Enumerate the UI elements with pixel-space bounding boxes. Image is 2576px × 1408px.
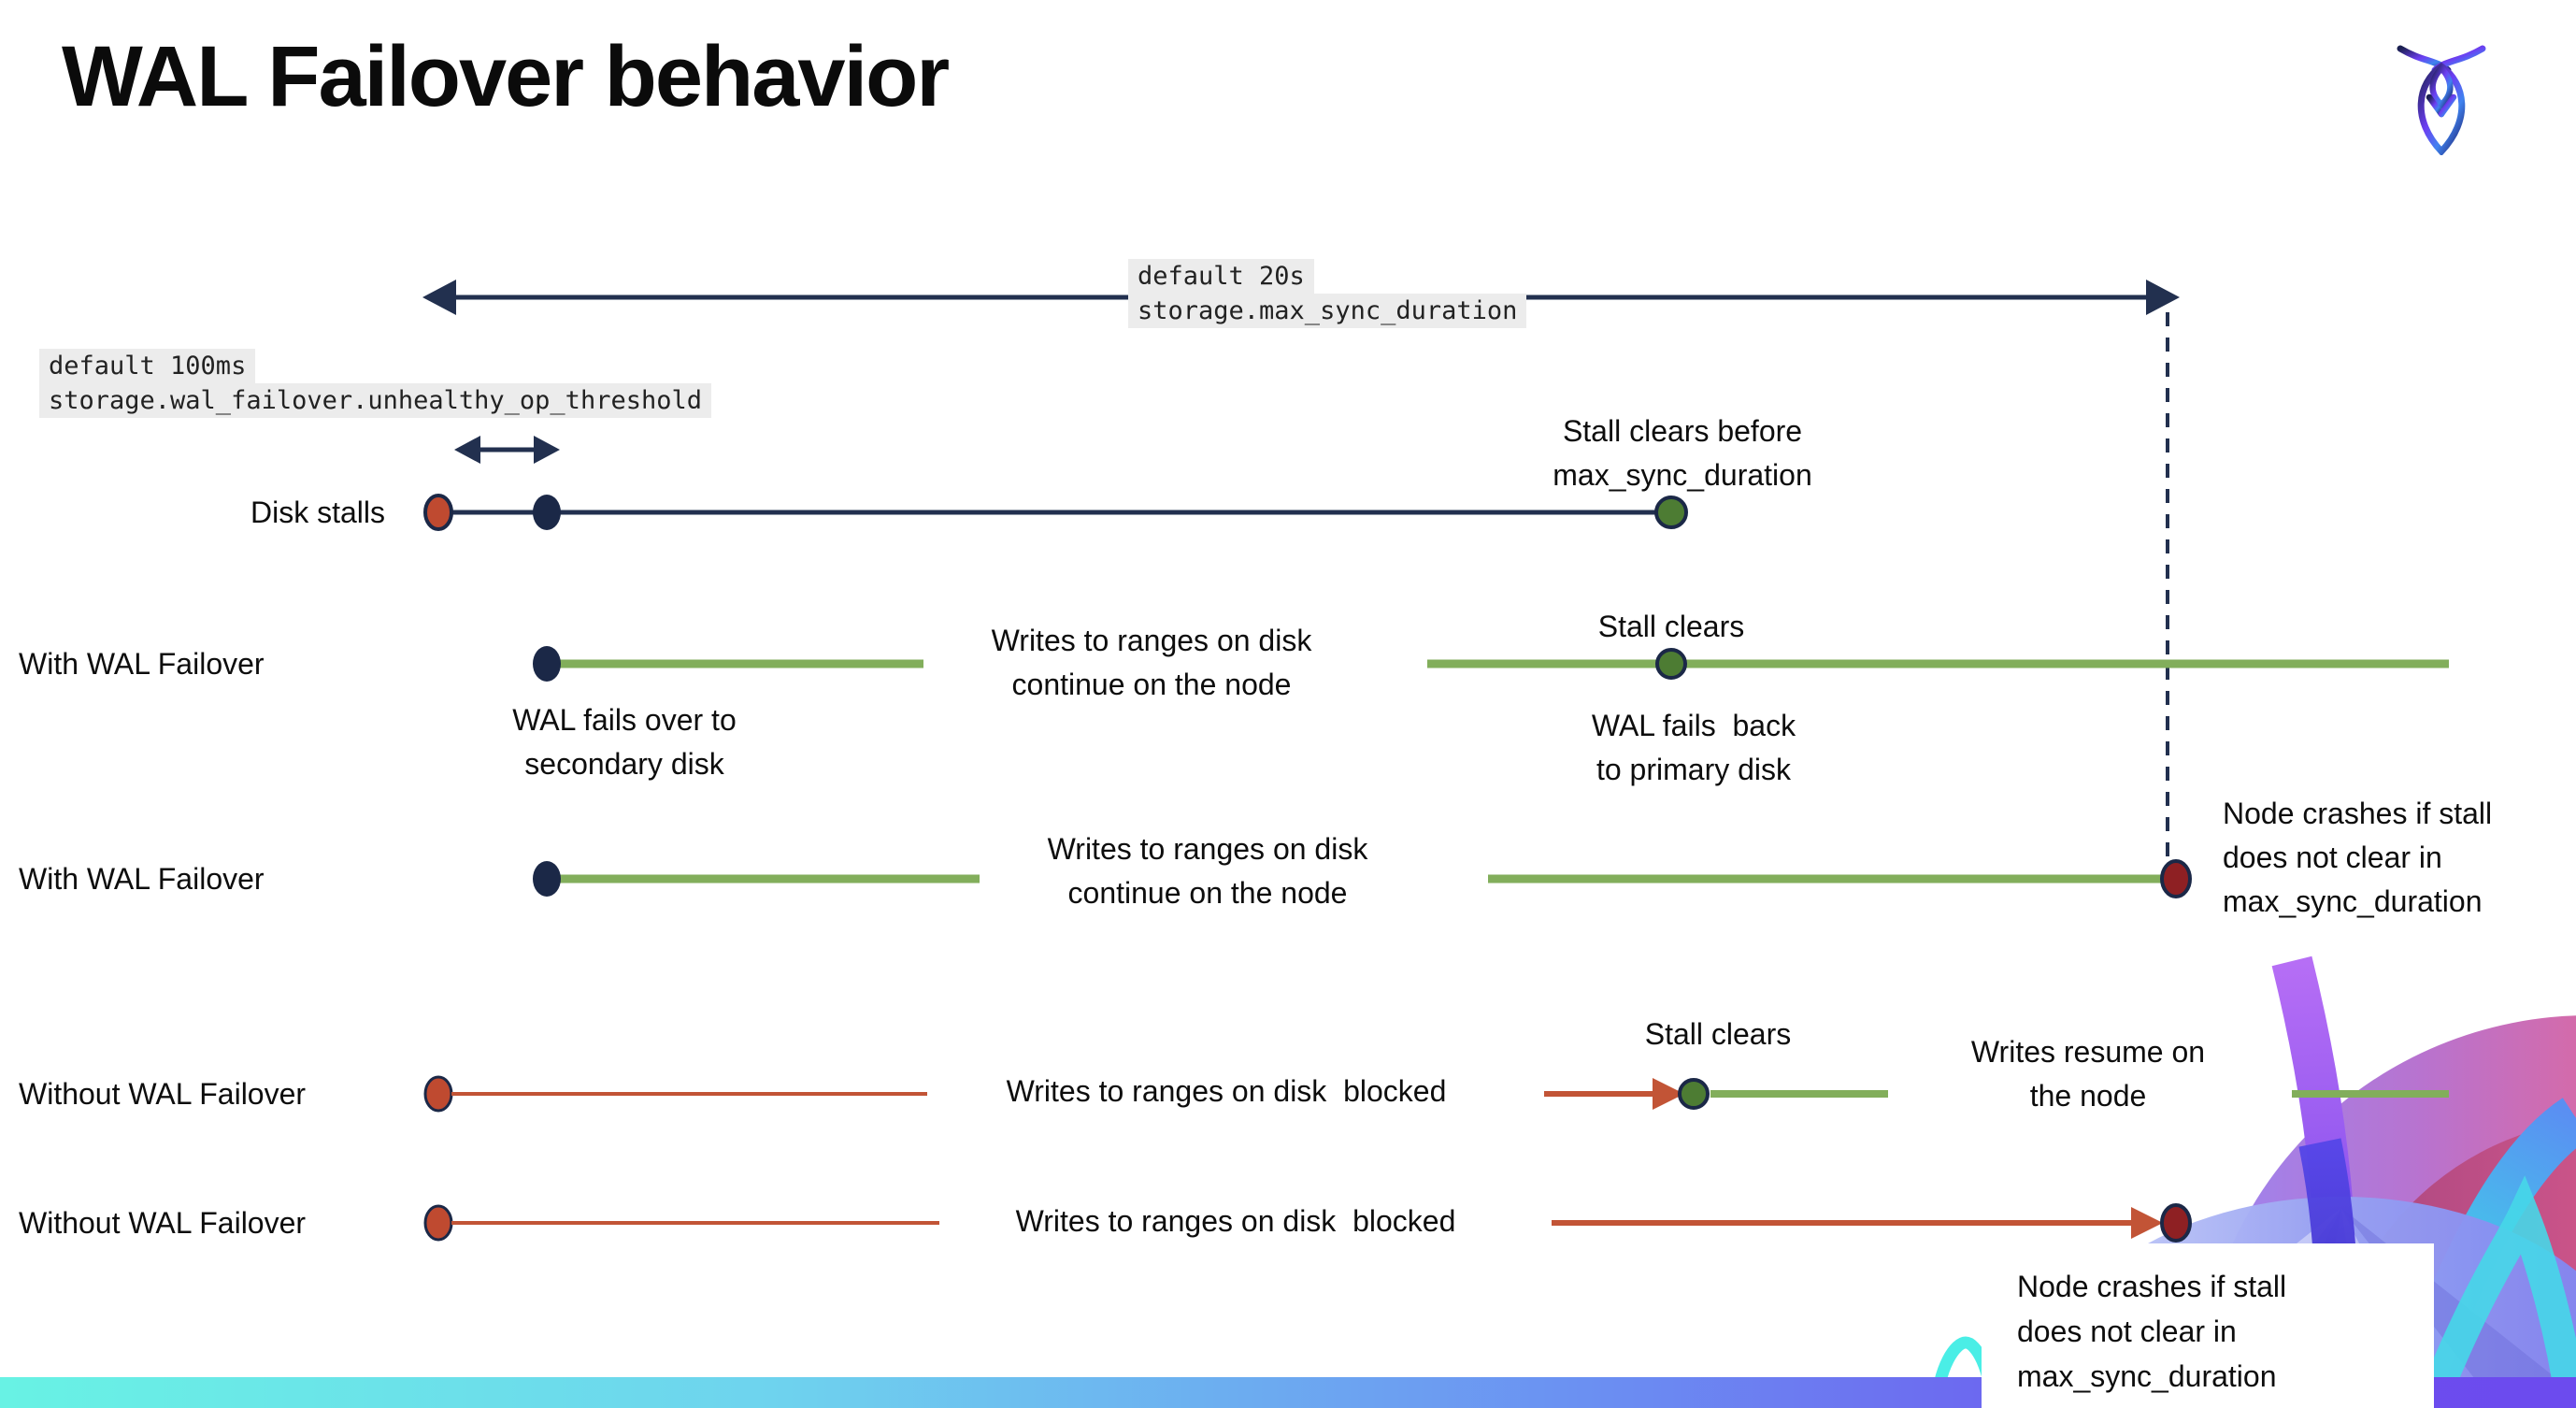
row-label-without-wal-failover-1: Without WAL Failover <box>19 1077 307 1111</box>
stall-clears-dot <box>1654 496 1688 529</box>
stall-start-dot <box>423 1204 453 1242</box>
cockroachdb-logo-icon <box>2397 45 2486 155</box>
arrowhead-left-icon <box>454 436 480 464</box>
stall-clears-label-top: Stall clears <box>1597 610 1745 643</box>
timeline-disk-stalls <box>423 494 1688 531</box>
threshold-dot <box>533 495 561 530</box>
row-label-without-wal-failover-2: Without WAL Failover <box>19 1206 307 1240</box>
arrowhead-right-icon <box>534 436 560 464</box>
stall-clears-before-label: Stall clears before max_sync_duration <box>1553 414 1812 492</box>
wal-fails-over-label: WAL fails over to secondary disk <box>512 703 737 781</box>
timeline-without-failover-1 <box>423 1075 2449 1113</box>
row-label-disk-stalls: Disk stalls <box>250 496 385 529</box>
arrowhead-right-icon <box>2146 280 2180 315</box>
row-label-with-wal-failover-2: With WAL Failover <box>19 862 265 896</box>
failover-dot <box>533 646 561 682</box>
writes-continue-label-2: Writes to ranges on disk continue on the… <box>1047 832 1368 910</box>
red-arrowhead-icon <box>1653 1078 1684 1110</box>
node-crash-dot <box>2160 1203 2192 1243</box>
timeline-with-failover-2 <box>533 859 2192 898</box>
node-crashes-label-1: Node crashes if stall does not clear in … <box>2223 797 2493 918</box>
timeline-with-failover-1 <box>533 646 2449 682</box>
unhealthy-setting-label: storage.wal_failover.unhealthy_op_thresh… <box>39 383 711 418</box>
page-title: WAL Failover behavior <box>62 29 950 124</box>
red-arrowhead-icon <box>2131 1207 2163 1239</box>
art-teal-lambda <box>2415 1175 2576 1408</box>
stall-start-dot <box>423 1075 453 1113</box>
node-crashes-label-2: Node crashes if stall does not clear in … <box>2017 1270 2287 1393</box>
max-sync-default-label: default 20s <box>1128 259 1314 294</box>
crash-note-box: Node crashes if stall does not clear in … <box>1982 1243 2434 1408</box>
timeline-without-failover-2 <box>423 1203 2192 1243</box>
writes-blocked-label-2: Writes to ranges on disk blocked <box>1015 1204 1456 1238</box>
failover-dot <box>533 861 561 897</box>
unhealthy-default-label: default 100ms <box>39 349 256 383</box>
node-crash-dot <box>2160 859 2192 898</box>
fails-back-dot <box>1655 648 1687 680</box>
writes-blocked-label-1: Writes to ranges on disk blocked <box>1006 1074 1447 1108</box>
arrowhead-left-icon <box>422 280 456 315</box>
unhealthy-threshold-arrow <box>454 436 560 464</box>
row-label-with-wal-failover-1: With WAL Failover <box>19 647 265 681</box>
stall-clears-dot <box>1678 1078 1710 1110</box>
stall-start-dot <box>423 494 453 531</box>
wal-fails-back-label: WAL fails back to primary disk <box>1591 709 1796 786</box>
writes-continue-label-1: Writes to ranges on disk continue on the… <box>991 624 1312 701</box>
max-sync-setting-label: storage.max_sync_duration <box>1128 294 1527 328</box>
stall-clears-label-bottom: Stall clears <box>1644 1017 1792 1051</box>
writes-resume-label: Writes resume on the node <box>1970 1035 2206 1113</box>
